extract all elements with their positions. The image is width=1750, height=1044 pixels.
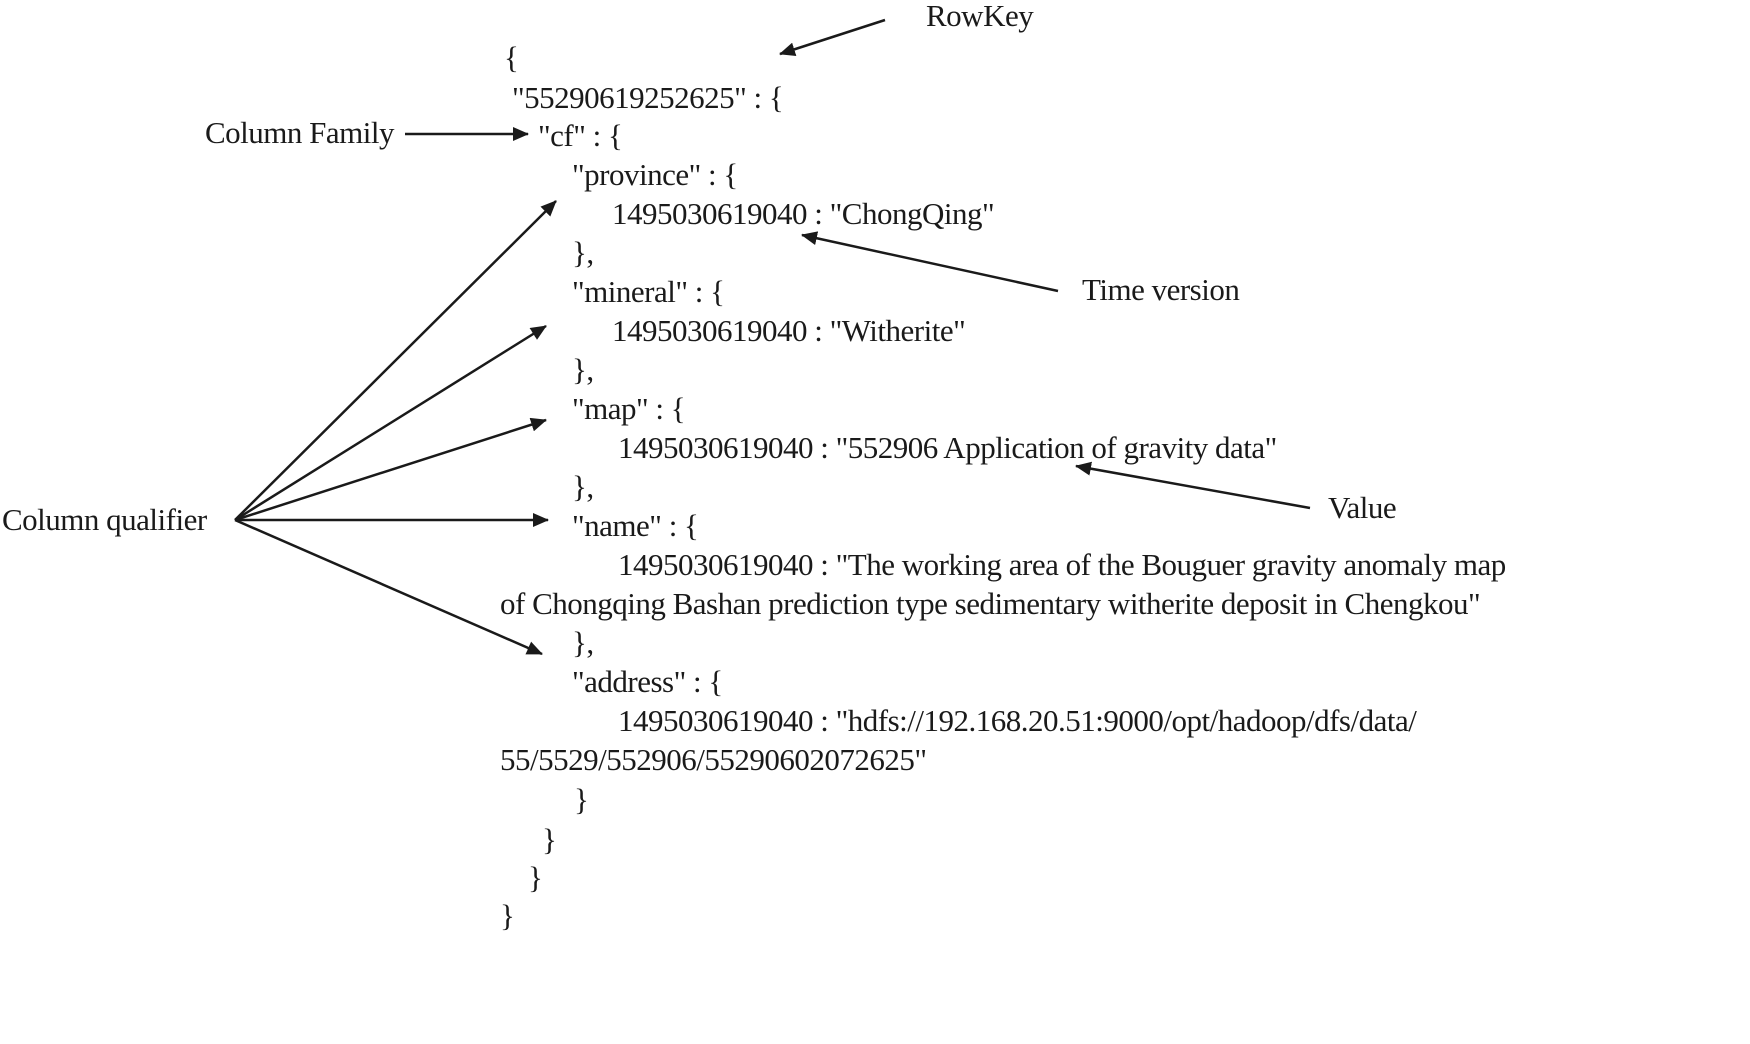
time-version-arrow bbox=[801, 231, 1059, 293]
column-family-label: Column Family bbox=[205, 115, 395, 150]
open-brace-root: { bbox=[504, 40, 519, 75]
close-province-line: }, bbox=[572, 235, 594, 270]
qualifier-arrow-map bbox=[234, 417, 547, 522]
address-value-line-2: 55/5529/552906/55290602072625" bbox=[500, 742, 927, 777]
close-mineral-line: }, bbox=[572, 352, 594, 387]
rowkey-label: RowKey bbox=[926, 0, 1034, 33]
qualifier-arrow-address bbox=[234, 518, 543, 656]
qualifier-arrow-province bbox=[234, 200, 557, 521]
address-value-line-1: 1495030619040 : "hdfs://192.168.20.51:90… bbox=[618, 703, 1417, 738]
qualifier-name-line: "name" : { bbox=[572, 508, 699, 543]
value-label: Value bbox=[1328, 490, 1397, 525]
mineral-value-line: 1495030619040 : "Witherite" bbox=[612, 313, 966, 348]
close-name-line: }, bbox=[572, 625, 594, 660]
rowkey-arrow bbox=[779, 18, 886, 57]
close-rowkey-line: } bbox=[528, 860, 543, 895]
name-value-line-1: 1495030619040 : "The working area of the… bbox=[618, 547, 1506, 582]
value-arrow bbox=[1075, 461, 1311, 510]
column-qualifier-label: Column qualifier bbox=[2, 502, 207, 537]
column-family-line: "cf" : { bbox=[538, 118, 623, 153]
close-map-line: }, bbox=[572, 469, 594, 504]
rowkey-line: "55290619252625" : { bbox=[512, 80, 784, 115]
time-version-label: Time version bbox=[1082, 272, 1240, 307]
qualifier-address-line: "address" : { bbox=[572, 664, 723, 699]
close-address-line: } bbox=[574, 782, 589, 817]
close-root-line: } bbox=[500, 898, 515, 933]
qualifier-mineral-line: "mineral" : { bbox=[572, 274, 725, 309]
map-value-line: 1495030619040 : "552906 Application of g… bbox=[618, 430, 1277, 465]
close-cf-line: } bbox=[542, 822, 557, 857]
province-value-line: 1495030619040 : "ChongQing" bbox=[612, 196, 995, 231]
name-value-line-2: of Chongqing Bashan prediction type sedi… bbox=[500, 586, 1481, 621]
qualifier-province-line: "province" : { bbox=[572, 157, 738, 192]
qualifier-map-line: "map" : { bbox=[572, 391, 686, 426]
qualifier-arrow-mineral bbox=[234, 324, 547, 522]
